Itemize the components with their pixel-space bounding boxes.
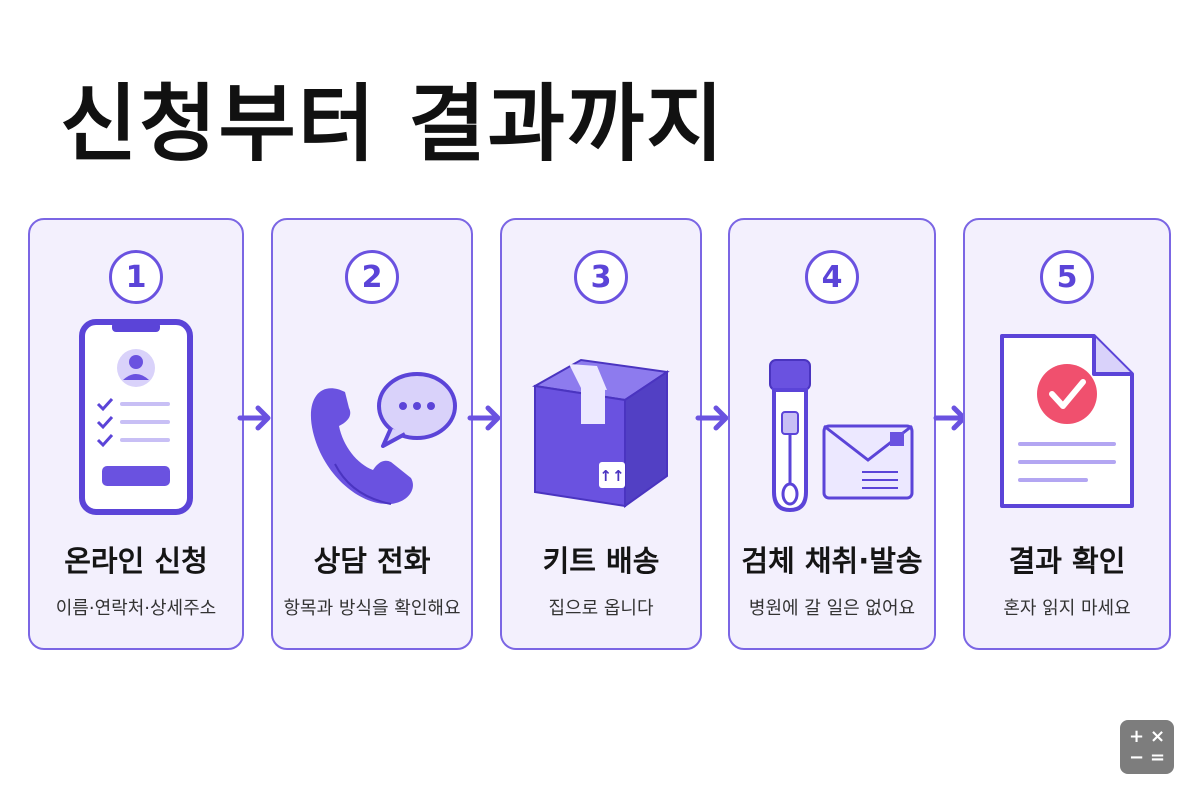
- step-number-badge: 4: [805, 250, 859, 304]
- page-title: 신청부터 결과까지: [60, 75, 726, 173]
- arrow-right-icon: [467, 405, 501, 431]
- arrow-right-icon: [695, 405, 729, 431]
- step-title: 키트 배송: [542, 544, 660, 578]
- step-card-4: 4 검체 채취·발송 병원에 갈 일은 없어요: [728, 218, 936, 650]
- calculator-icon[interactable]: + × − =: [1120, 720, 1174, 774]
- minus-glyph: −: [1128, 747, 1145, 768]
- step-card-3: 3 ↑↑ 키트 배송 집으로 옵니다: [500, 218, 702, 650]
- step-number-badge: 1: [109, 250, 163, 304]
- arrow-right-icon: [237, 405, 271, 431]
- step-card-5: 5 결과 확인 혼자 읽지 마세요: [963, 218, 1171, 650]
- step-card-1: 1 온라인 신청 이름·연락처·상세주소: [28, 218, 244, 650]
- step-number-badge: 3: [574, 250, 628, 304]
- step-description: 집으로 옵니다: [548, 598, 654, 619]
- test-tube-envelope-icon: [730, 316, 934, 526]
- step-card-2: 2 상담 전화 항목과 방식을 확인해요: [271, 218, 473, 650]
- step-title: 온라인 신청: [64, 544, 208, 578]
- step-description: 혼자 읽지 마세요: [1003, 598, 1131, 619]
- step-number-badge: 5: [1040, 250, 1094, 304]
- package-box-icon: ↑↑: [502, 316, 700, 526]
- step-title: 상담 전화: [313, 544, 431, 578]
- step-description: 이름·연락처·상세주소: [55, 598, 217, 619]
- step-title: 결과 확인: [1008, 544, 1126, 578]
- step-number-badge: 2: [345, 250, 399, 304]
- smartphone-form-icon: [30, 316, 242, 526]
- plus-glyph: +: [1128, 726, 1145, 747]
- step-title: 검체 채취·발송: [741, 544, 923, 578]
- svg-text:↑↑: ↑↑: [599, 467, 624, 485]
- step-description: 항목과 방식을 확인해요: [283, 598, 461, 619]
- phone-call-chat-icon: [273, 316, 471, 526]
- result-document-check-icon: [965, 316, 1169, 526]
- equals-glyph: =: [1149, 747, 1166, 768]
- step-description: 병원에 갈 일은 없어요: [748, 598, 916, 619]
- times-glyph: ×: [1149, 726, 1166, 747]
